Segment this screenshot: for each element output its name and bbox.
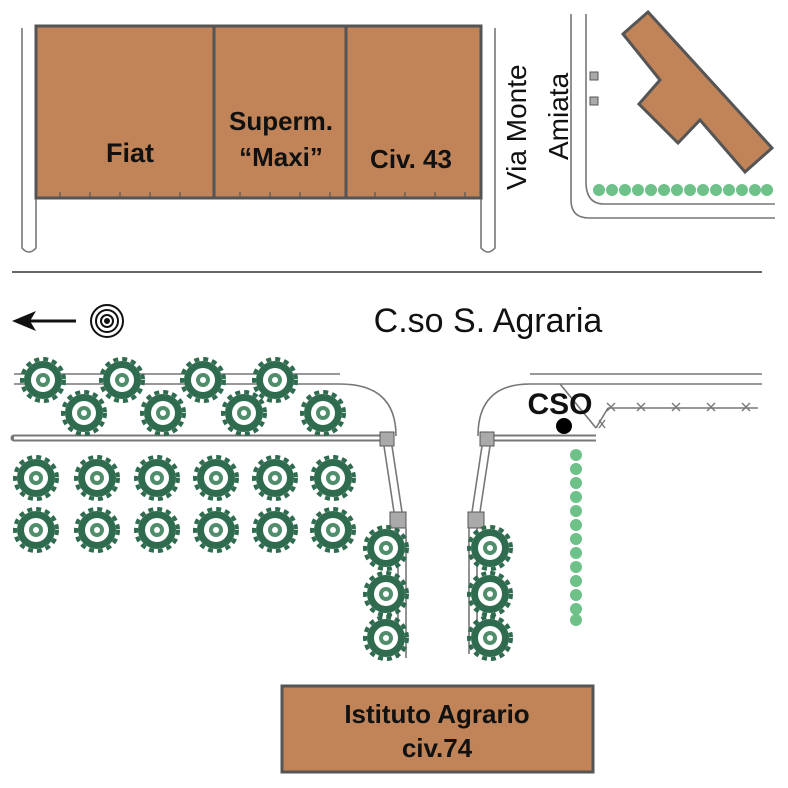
tree: [252, 455, 298, 501]
right-wall: [480, 28, 496, 253]
tree: [193, 455, 239, 501]
tree: [252, 357, 298, 403]
tree: [140, 390, 186, 436]
cso-dot[interactable]: [556, 418, 572, 434]
corner-road-outer: [570, 14, 775, 219]
building-istituto-agrario: [280, 684, 595, 774]
label-fiat: Fiat: [106, 138, 154, 168]
tree: [363, 571, 409, 617]
corner-road-inner: [585, 14, 775, 205]
tree: [20, 357, 66, 403]
tree: [13, 455, 59, 501]
tree: [363, 615, 409, 661]
trees-grid: [13, 455, 356, 553]
gate-post: [389, 511, 407, 529]
label-superm-line1: Superm.: [229, 106, 333, 136]
label-corso: C.so S. Agraria: [374, 302, 603, 340]
label-istituto-line2: civ.74: [402, 733, 473, 763]
gate-post: [379, 431, 395, 447]
tree: [363, 525, 409, 571]
building-fiat: [34, 24, 216, 200]
tree: [74, 455, 120, 501]
label-amiata: Amiata: [543, 72, 574, 160]
building-ticks: [59, 192, 466, 198]
tree: [134, 507, 180, 553]
arrow-left-icon: [12, 311, 76, 331]
tree: [61, 390, 107, 436]
tree: [134, 455, 180, 501]
building-civ43: [344, 24, 483, 200]
trees-along-road: [20, 357, 346, 436]
label-via-monte: Via Monte: [501, 64, 532, 190]
tree: [13, 507, 59, 553]
label-cso: CSO: [527, 388, 592, 421]
gate-post: [479, 431, 495, 447]
top-right-block: [570, 9, 775, 219]
top-block: Fiat Superm. “Maxi” Civ. 43: [21, 24, 496, 253]
concentric-circles-icon: [90, 304, 124, 338]
tree: [467, 615, 513, 661]
tree: [310, 455, 356, 501]
tree: [221, 390, 267, 436]
tree: [193, 507, 239, 553]
tree: [180, 357, 226, 403]
tree: [300, 390, 346, 436]
tree: [467, 525, 513, 571]
utility-box: [589, 71, 599, 81]
tree: [252, 507, 298, 553]
tree: [74, 507, 120, 553]
label-superm-line2: “Maxi”: [239, 142, 323, 172]
building-angled: [620, 9, 775, 175]
fence-marks: [598, 402, 751, 429]
hedge-column: [570, 449, 582, 626]
label-istituto-line1: Istituto Agrario: [344, 699, 529, 729]
gate-post: [467, 511, 485, 529]
building-supermarket: [212, 24, 348, 200]
trees-driveway: [363, 525, 513, 661]
tree: [467, 571, 513, 617]
utility-box: [589, 96, 599, 106]
left-wall: [21, 28, 37, 253]
hedge-row-top: [593, 184, 773, 196]
tree: [310, 507, 356, 553]
label-civ43: Civ. 43: [370, 144, 452, 174]
tree: [99, 357, 145, 403]
